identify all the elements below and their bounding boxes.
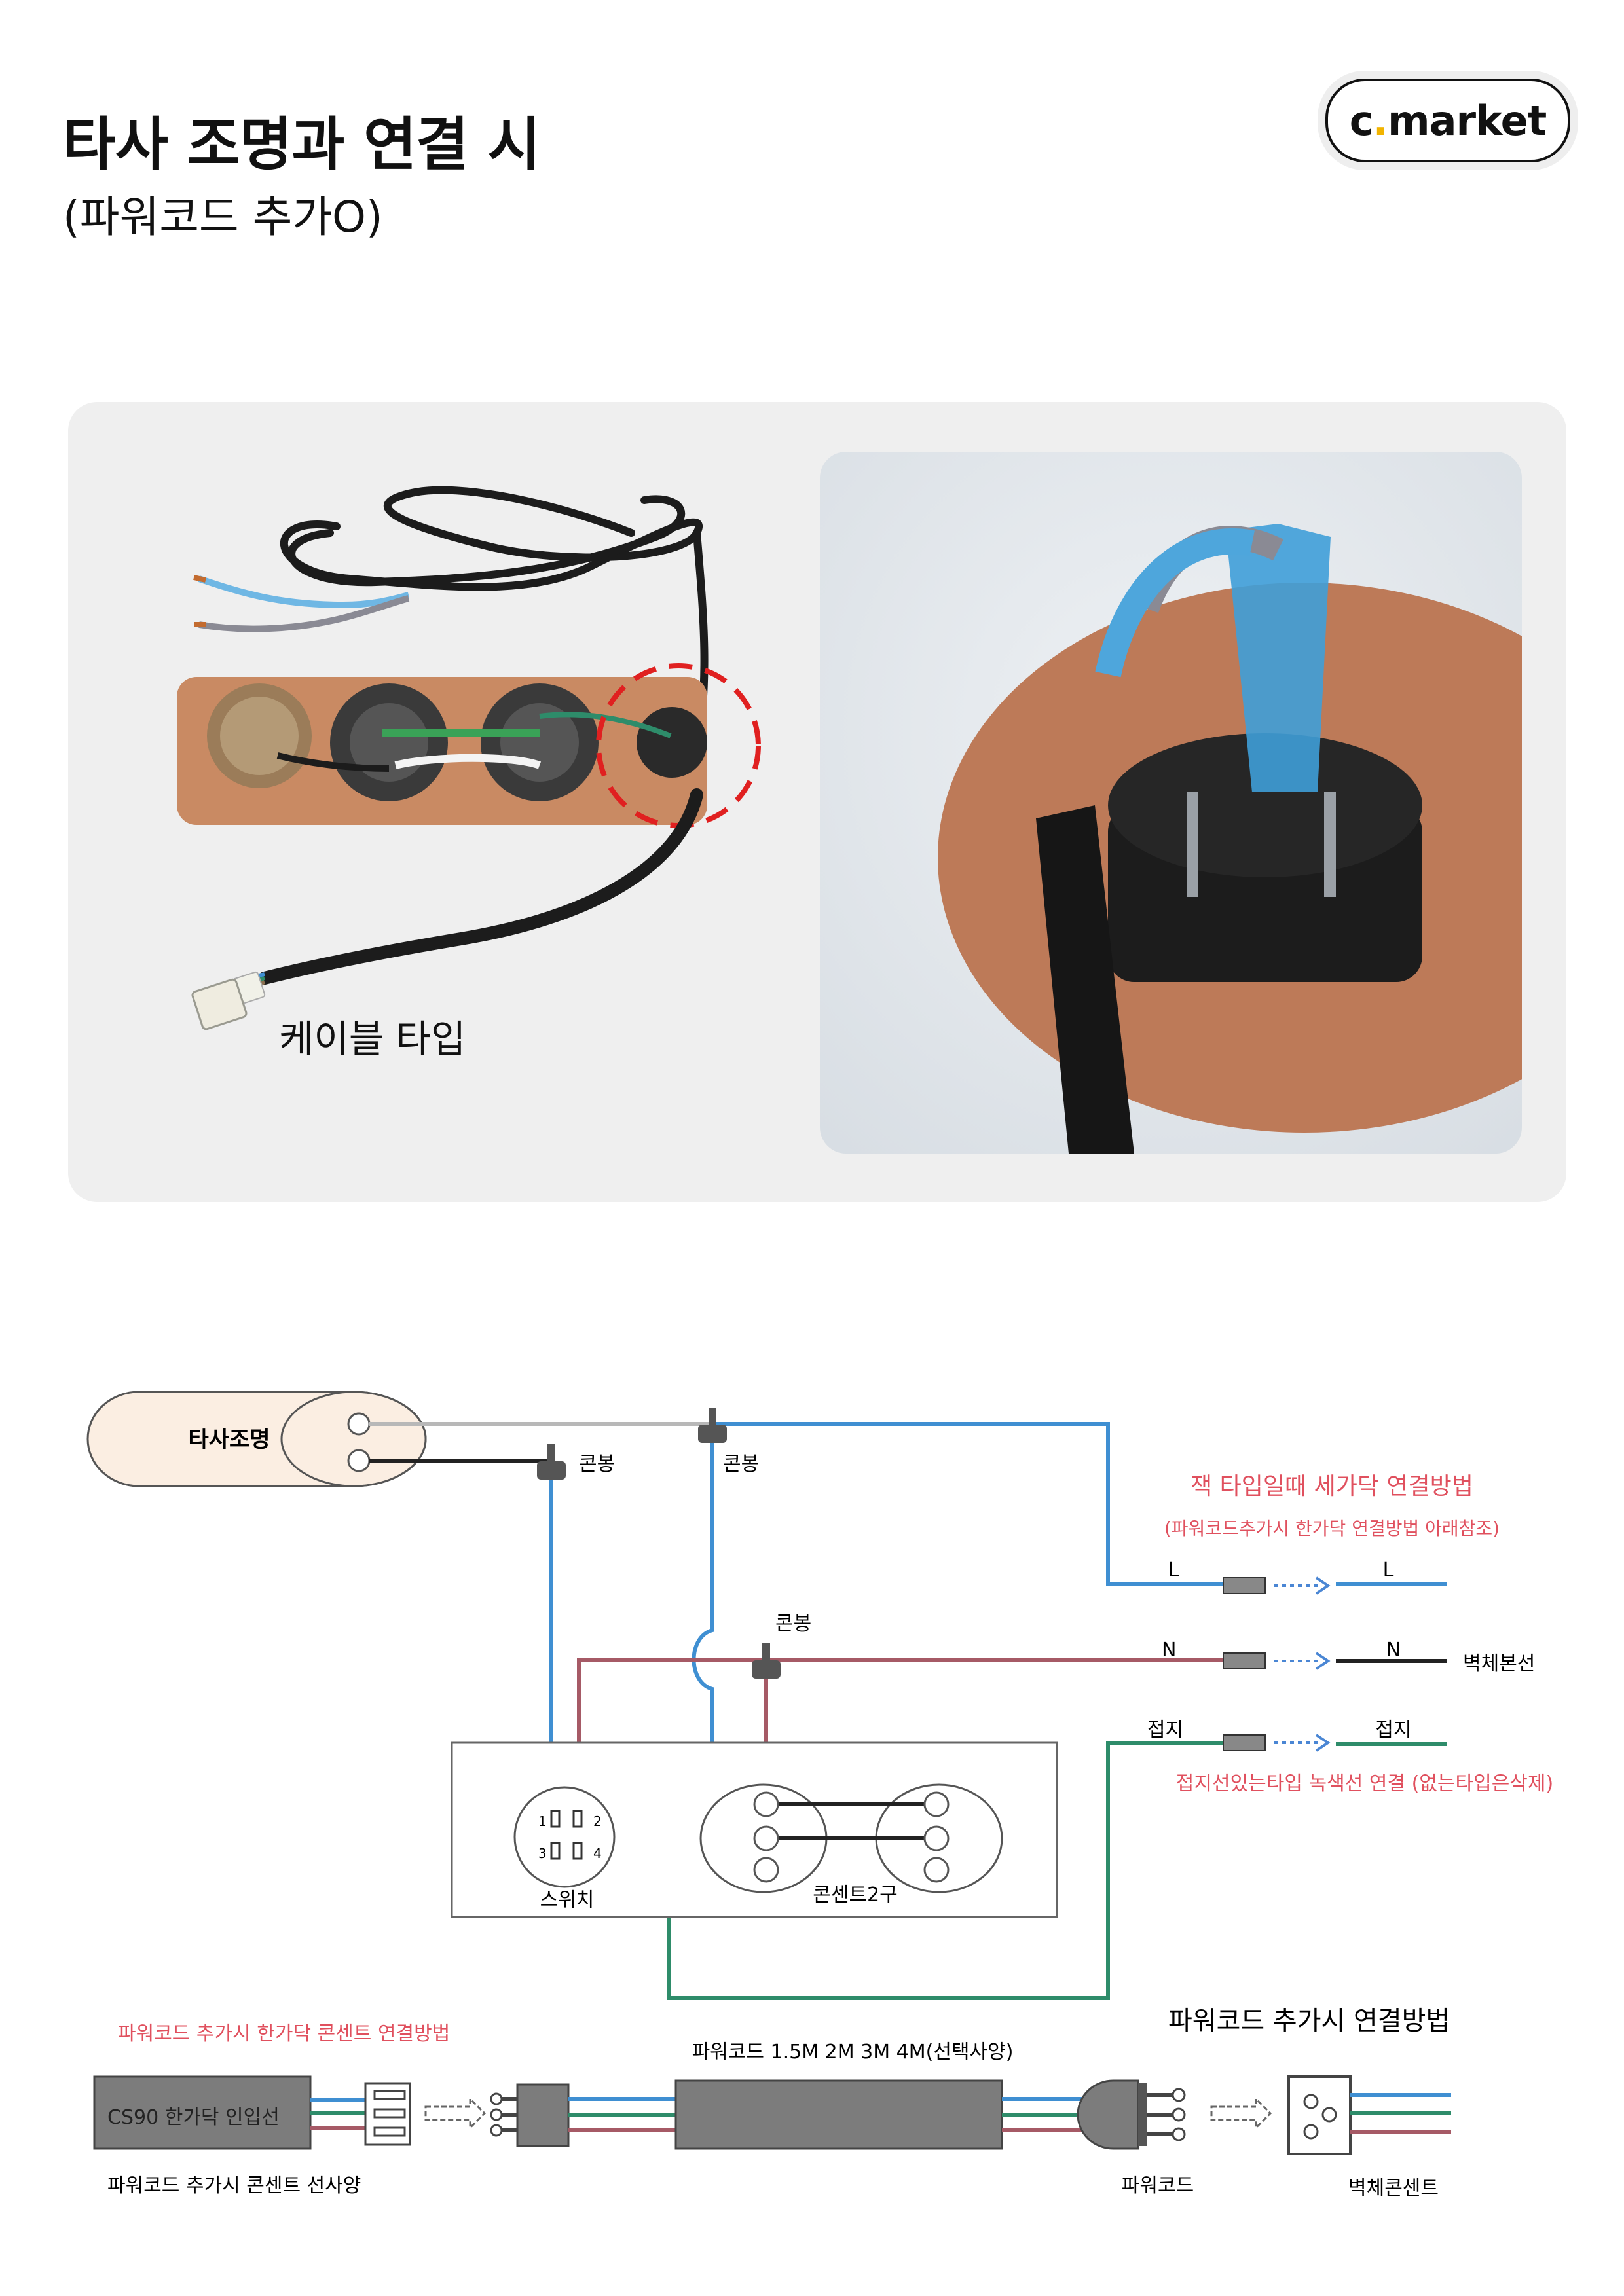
jack-note-subtitle: (파워코드추가시 한가닥 연결방법 아래참조) bbox=[1164, 1518, 1500, 1539]
inlet-caption: 파워코드 추가시 콘센트 선사양 bbox=[107, 2174, 361, 2197]
arrow-icon bbox=[1210, 2096, 1272, 2130]
switch-terminal: 4 bbox=[593, 1846, 602, 1861]
powercord-assembly bbox=[490, 2079, 1186, 2150]
logo-dot: . bbox=[1373, 96, 1388, 145]
fixture-label: 타사조명 bbox=[188, 1427, 270, 1453]
switch-terminal: 3 bbox=[538, 1846, 547, 1861]
connector-label: 콘봉 bbox=[775, 1613, 811, 1635]
connector-terminal bbox=[752, 1643, 781, 1679]
outlet-label: 콘센트2구 bbox=[813, 1884, 898, 1906]
wall-main-label: 벽체본선 bbox=[1463, 1652, 1535, 1675]
cable-type-label: 케이블 타입 bbox=[279, 1017, 466, 1061]
outlet-2gang bbox=[699, 1783, 1003, 1893]
switch-label: 스위치 bbox=[540, 1889, 595, 1912]
page-title: 타사 조명과 연결 시 bbox=[63, 111, 541, 178]
inlet-block bbox=[93, 2075, 411, 2150]
photo-panel bbox=[68, 402, 1566, 1202]
powercord-caption: 파워코드 bbox=[1122, 2174, 1194, 2197]
powercord-spec: 파워코드 1.5M 2M 3M 4M(선택사양) bbox=[692, 2041, 1014, 2064]
logo-suffix: market bbox=[1388, 96, 1547, 145]
wall-outlet bbox=[1287, 2075, 1451, 2155]
jack-note-title: 잭 타입일때 세가닥 연결방법 bbox=[1190, 1473, 1473, 1500]
switch: 1 2 3 4 bbox=[513, 1786, 616, 1888]
bottom-note: 파워코드 추가시 한가닥 콘센트 연결방법 bbox=[118, 2022, 450, 2045]
connector-label: 콘봉 bbox=[723, 1453, 759, 1476]
line-N-right: N bbox=[1386, 1639, 1401, 1662]
ground-note: 접지선있는타입 녹색선 연결 (없는타입은삭제) bbox=[1176, 1772, 1553, 1795]
brand-logo: c.market bbox=[1325, 79, 1570, 162]
logo-prefix: c bbox=[1349, 96, 1374, 145]
line-ground-left: 접지 bbox=[1147, 1719, 1183, 1741]
powercord-heading: 파워코드 추가시 연결방법 bbox=[1168, 2006, 1450, 2036]
page-subtitle: (파워코드 추가O) bbox=[63, 192, 383, 242]
line-N-row: N N 벽체본선 bbox=[1162, 1639, 1535, 1675]
line-L-row: L L bbox=[1168, 1559, 1447, 1595]
arrow-icon bbox=[424, 2096, 487, 2130]
cable-type-product-photo bbox=[177, 486, 761, 1030]
wall-outlet-caption: 벽체콘센트 bbox=[1348, 2177, 1439, 2200]
switch-terminal: 2 bbox=[593, 1813, 602, 1829]
connector-terminal bbox=[537, 1444, 566, 1480]
line-L-left: L bbox=[1168, 1559, 1179, 1582]
line-ground-row: 접지 접지 bbox=[1147, 1719, 1447, 1752]
connector-closeup-photo bbox=[820, 452, 1522, 1154]
line-N-left: N bbox=[1162, 1639, 1176, 1662]
inlet-label: CS90 한가닥 인입선 bbox=[107, 2106, 280, 2129]
connector-label: 콘봉 bbox=[579, 1453, 615, 1476]
wiring-diagram: 타사조명 콘봉 콘봉 콘봉 잭 타입일때 세가닥 연결방법 (파워코드추가시 한… bbox=[86, 1391, 1553, 2200]
line-ground-right: 접지 bbox=[1375, 1719, 1411, 1741]
line-L-right: L bbox=[1383, 1559, 1394, 1582]
connector-terminal bbox=[698, 1408, 727, 1443]
switch-terminal: 1 bbox=[538, 1813, 547, 1829]
